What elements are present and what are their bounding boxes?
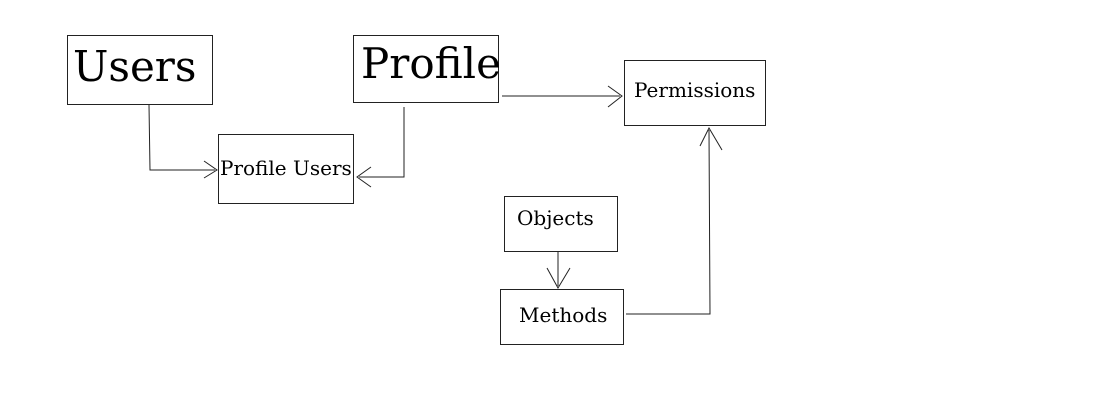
node-profile[interactable]: Profile (353, 35, 501, 103)
arrowhead-permissions-from-methods (699, 126, 723, 151)
node-permissions-label: Permissions (634, 78, 756, 102)
edge-methods-to-permissions (626, 129, 711, 315)
node-profile-users-label: Profile Users (220, 156, 352, 180)
arrowhead-permissions-from-profile (607, 85, 623, 108)
arrowhead-profile-users-from-users (203, 160, 218, 179)
node-profile-label: Profile (361, 39, 501, 88)
node-methods[interactable]: Methods (500, 289, 624, 345)
node-objects-label: Objects (517, 206, 594, 230)
node-permissions[interactable]: Permissions (624, 60, 766, 126)
edge-users-to-profile-users (148, 104, 215, 171)
node-users-label: Users (73, 42, 197, 91)
node-users[interactable]: Users (67, 35, 213, 105)
node-objects[interactable]: Objects (504, 196, 618, 252)
edge-profile-to-profile-users (359, 107, 405, 178)
arrowhead-methods-from-objects (546, 267, 571, 290)
node-methods-label: Methods (519, 303, 608, 327)
arrowhead-profile-users-from-profile (356, 166, 372, 188)
node-profile-users[interactable]: Profile Users (218, 134, 354, 204)
